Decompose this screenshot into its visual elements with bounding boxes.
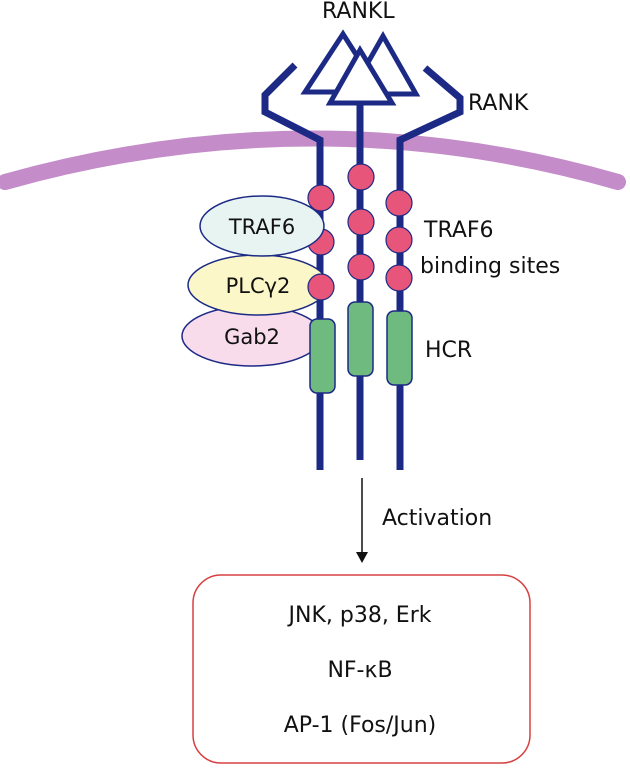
traf6-site <box>347 208 375 236</box>
traf6-site <box>307 184 335 212</box>
output-mapk: JNK, p38, Erk <box>287 603 432 628</box>
hcr-label: HCR <box>425 338 472 363</box>
downstream-output-box <box>192 574 531 764</box>
hcr-domain-middle <box>347 301 374 377</box>
adaptor-plcg2: PLCγ2 <box>187 254 329 316</box>
rank-label: RANK <box>468 91 529 116</box>
traf6-site <box>385 226 413 254</box>
traf6-site <box>385 189 413 217</box>
cell-membrane <box>0 130 626 190</box>
traf6-label: TRAF6 <box>228 215 295 239</box>
rankl-label: RANKL <box>322 0 395 24</box>
traf6-sites-right <box>385 189 413 292</box>
traf6-site <box>347 253 375 281</box>
output-nfkb: NF-κB <box>327 658 392 683</box>
plcg2-label: PLCγ2 <box>226 274 291 298</box>
arrow-head <box>356 552 368 563</box>
activation-label: Activation <box>382 506 492 531</box>
traf6-oval <box>199 195 325 257</box>
hcr-domain-right <box>386 310 413 386</box>
traf6-site <box>347 163 375 191</box>
traf6-site <box>307 273 335 301</box>
traf6-sites-middle <box>347 163 375 281</box>
output-ap1: AP-1 (Fos/Jun) <box>284 713 437 738</box>
traf6-sites-label-line2: binding sites <box>420 254 560 279</box>
gab2-label: Gab2 <box>224 325 280 349</box>
traf6-site <box>385 264 413 292</box>
rankl-triangle-center <box>325 45 397 106</box>
traf6-sites-label-line1: TRAF6 <box>423 218 494 243</box>
adaptor-traf6: TRAF6 <box>199 195 325 257</box>
rankl-ligand <box>300 29 421 106</box>
hcr-domains <box>309 301 413 394</box>
activation-arrow <box>356 478 368 563</box>
hcr-domain-left <box>309 318 336 394</box>
